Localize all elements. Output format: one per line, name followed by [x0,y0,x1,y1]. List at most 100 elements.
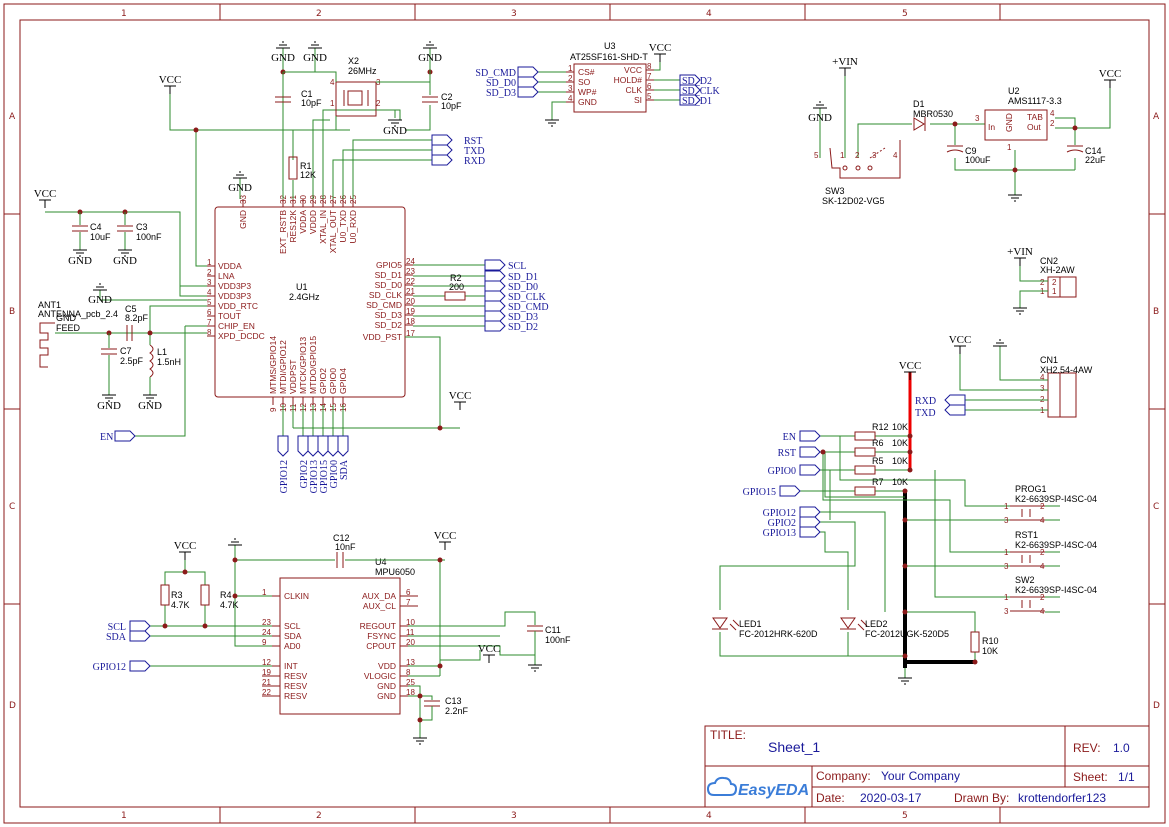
net-flag-scl[interactable]: SCL [108,620,151,633]
net-flag-gpio12[interactable]: GPIO12 [277,435,290,493]
net-flag-rst[interactable]: RST [778,446,821,459]
net-flag-gpio2[interactable]: GPIO2 [768,516,821,529]
net-flag-gpio12[interactable]: GPIO12 [93,660,151,673]
date-label: Date: [816,791,845,805]
r4-resistor[interactable]: R4 4.7K [200,584,239,610]
r4-ref: R4 [220,590,232,600]
net-flag-sd-d3[interactable]: SD_D3 [486,86,539,99]
u4-pin-number: 19 [262,668,271,677]
ant1-gnd-pin: GND [56,313,77,323]
u4-junctions [162,557,443,723]
net-flag-gpio13[interactable]: GPIO13 [307,435,320,493]
u1-pin-number: 28 [319,195,328,204]
c9-capacitor[interactable]: C9 100uF [946,145,991,165]
r10-resistor[interactable]: R10 10K [970,631,999,656]
r1-resistor[interactable]: R1 12K [288,156,316,180]
gnd-symbol: GND [383,119,407,137]
en-flag[interactable]: EN [100,430,136,443]
gnd-symbol-label: GND [808,112,832,124]
u2-ref: U2 [1008,86,1020,96]
company-value: Your Company [881,769,960,783]
cn1-txd-flag[interactable]: TXD [915,404,966,419]
c12-capacitor[interactable]: C12 10nF [333,533,356,568]
net-flag-rst[interactable]: RST [431,134,482,147]
x2-crystal[interactable]: X2 26MHz 4 3 1 2 [330,56,381,117]
drawn-by-label: Drawn By: [954,791,1009,805]
c5-capacitor[interactable]: C5 8.2pF [125,304,149,341]
net-flag-sd-d2[interactable]: SD_D2 [679,74,712,87]
c11-value: 100nF [545,635,571,645]
net-flag-sd-d3[interactable]: SD_D3 [484,310,538,323]
net-flag-sd-cmd[interactable]: SD_CMD [484,300,549,313]
net-flag-label: GPIO0 [329,460,340,488]
cn1-pin: 3 [1040,384,1045,393]
led1[interactable]: LED1 FC-2012HRK-620D [712,617,818,639]
c11-capacitor[interactable]: C11 100nF [527,625,571,645]
net-flag-sd-clk[interactable]: SD_CLK [679,84,721,97]
net-flag-en[interactable]: EN [783,430,821,443]
net-flag-scl[interactable]: SCL [484,259,526,272]
x2-ref: X2 [348,56,359,66]
sw3-switch[interactable]: 5 1 2 3 4 SW3 SK-12D02-VG5 [814,140,901,206]
c3-capacitor[interactable]: C3 100nF [117,212,162,250]
net-flag-gpio0[interactable]: GPIO0 [768,464,821,477]
r3-resistor[interactable]: R3 4.7K [160,584,190,610]
c2-capacitor[interactable]: C2 10pF [422,92,462,111]
net-flag-rxd[interactable]: RXD [431,154,485,167]
net-flag-gpio2[interactable]: GPIO2 [297,435,310,488]
net-flag-sd-d1[interactable]: SD_D1 [484,270,538,283]
vcc-symbol: VCC [478,643,501,663]
r2-resistor[interactable]: R2 200 [444,273,466,301]
led2[interactable]: LED2 FC-2012UGK-520D5 [840,617,949,639]
gnd-symbol-label: GND [418,52,442,64]
u1-pin-number: 4 [207,288,212,297]
net-flag-label: GPIO0 [768,466,796,477]
net-flag-sd-cmd[interactable]: SD_CMD [475,66,539,79]
vcc-symbol-label: VCC [34,188,57,200]
c13-capacitor[interactable]: C13 2.2nF [424,696,469,716]
net-flag-sd-d0[interactable]: SD_D0 [484,280,538,293]
c1-capacitor[interactable]: C1 10pF [275,89,322,108]
net-flag-sd-d2[interactable]: SD_D2 [484,320,538,333]
net-flag-txd[interactable]: TXD [431,144,485,157]
cn1-rxd-flag[interactable]: RXD [915,394,966,407]
ant1-antenna[interactable]: ANT1 ANTENNA_pcb_2.4 GND FEED [38,300,118,368]
net-flag-gpio0[interactable]: GPIO0 [327,435,340,488]
net-flag-gpio12[interactable]: GPIO12 [763,506,821,519]
net-flag-sd-clk[interactable]: SD_CLK [484,290,547,303]
cn1-wires [959,346,1048,411]
u1-pin-label: RES12K [288,210,298,243]
u3-flash-chip[interactable]: U3 AT25SF161-SHD-T [570,41,648,113]
c14-capacitor[interactable]: C14 22uF [1066,145,1106,165]
u4-pin-label: RESV [284,681,307,691]
l1-inductor[interactable]: L1 1.5nH [149,335,181,395]
c7-capacitor[interactable]: C7 2.5pF [101,333,144,395]
net-flag-gpio13[interactable]: GPIO13 [763,526,821,539]
r3-ref: R3 [171,590,183,600]
vcc-symbol-label: VCC [478,643,501,655]
c4-capacitor[interactable]: C4 10uF [72,212,111,250]
net-flag-sd-d0[interactable]: SD_D0 [486,76,539,89]
net-flag-gpio15[interactable]: GPIO15 [317,435,330,493]
led1-ref: LED1 [739,619,762,629]
net-flag-sd-d1[interactable]: SD_D1 [679,94,712,107]
u1-pin-number: 9 [269,407,278,412]
u2-regulator[interactable]: U2 AMS1117-3.3 In 3 GND 1 TAB 4 Out 2 [975,86,1062,152]
net-flag-sda[interactable]: SDA [106,630,151,643]
u1-chip[interactable]: U1 2.4GHz [214,206,406,398]
c2-value: 10pF [441,101,462,111]
d1-diode[interactable]: D1 MBR0530 [913,99,953,131]
net-flag-gpio15[interactable]: GPIO15 [743,485,801,498]
cn1-connector[interactable]: CN1 XH2.54-4AW 4 3 2 1 [1040,355,1093,418]
net-flag-sda[interactable]: SDA [337,435,350,480]
row-label-left: C [9,502,15,512]
